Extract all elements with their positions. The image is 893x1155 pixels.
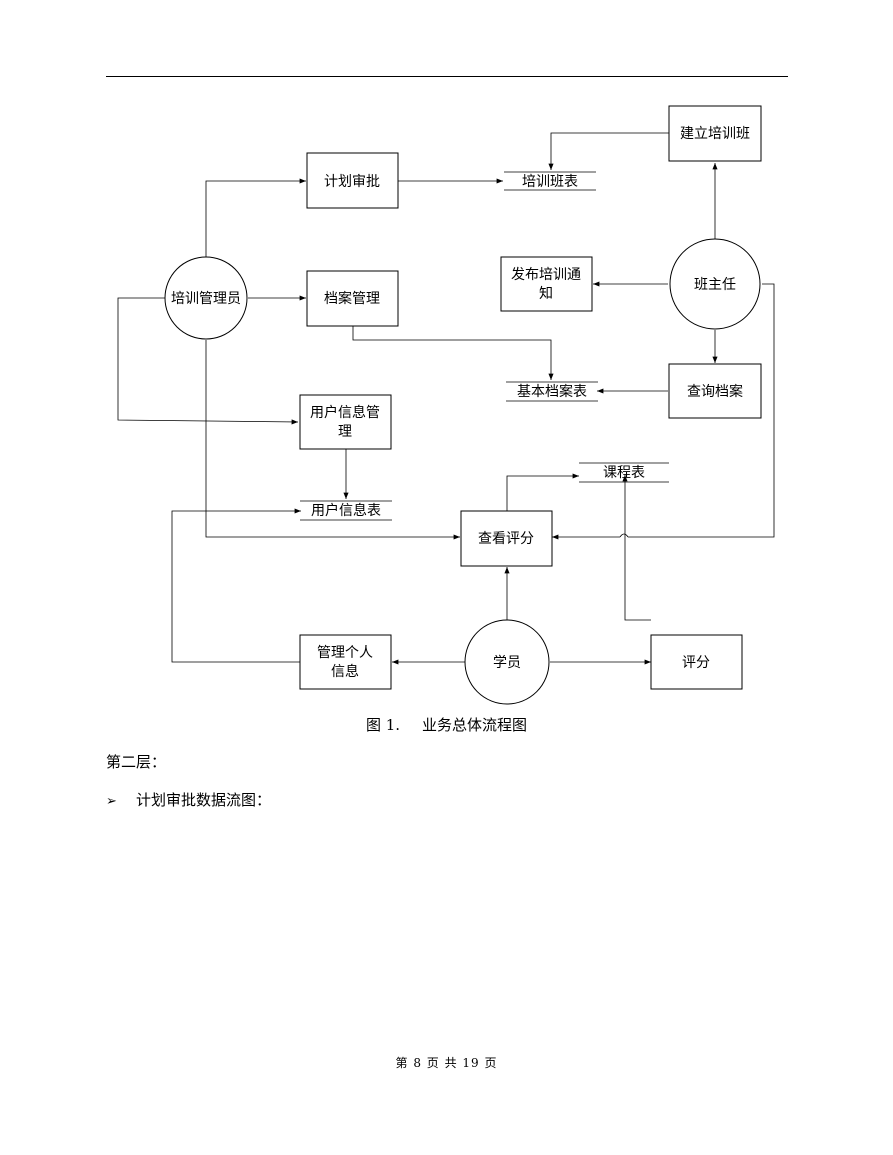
process-query-archive: 查询档案	[668, 363, 762, 419]
bullet-item: ➢ 计划审批数据流图：	[106, 789, 271, 810]
svg-text:发布培训通: 发布培训通	[511, 267, 581, 283]
process-view-score: 查看评分	[460, 510, 553, 567]
flow-lines	[117, 132, 775, 665]
svg-text:课程表: 课程表	[603, 465, 645, 481]
page-footer: 第 8 页 共 19 页	[395, 1056, 498, 1070]
business-flow-diagram: 培训管理员 班主任 学员 计划审批 建立培训班 发布培训通 知 档案管理 查询档…	[117, 105, 775, 705]
svg-text:计划审批: 计划审批	[324, 174, 380, 190]
header-rule	[106, 76, 788, 77]
svg-text:查询档案: 查询档案	[687, 383, 743, 400]
svg-text:班主任: 班主任	[694, 277, 736, 293]
store-class-table: 培训班表	[504, 171, 596, 191]
svg-text:基本档案表: 基本档案表	[517, 383, 587, 400]
section-heading: 第二层：	[106, 753, 167, 771]
svg-text:管理个人: 管理个人	[317, 645, 373, 661]
store-archive-table: 基本档案表	[506, 381, 598, 402]
process-archive-management: 档案管理	[306, 270, 399, 327]
entity-training-admin: 培训管理员	[164, 256, 248, 340]
bullet-arrow-icon: ➢	[106, 794, 117, 809]
figure-label: 图 1.	[365, 716, 401, 734]
svg-text:查看评分: 查看评分	[478, 531, 534, 547]
entity-head-teacher: 班主任	[669, 238, 761, 330]
figure-caption: 图 1. 业务总体流程图	[0, 714, 893, 735]
svg-text:知: 知	[539, 285, 553, 302]
process-user-info-management: 用户信息管 理	[299, 394, 392, 450]
svg-text:理: 理	[338, 424, 352, 440]
svg-text:用户信息管: 用户信息管	[310, 404, 380, 421]
entity-student: 学员	[464, 619, 550, 705]
svg-text:培训班表: 培训班表	[522, 174, 578, 190]
svg-text:信息: 信息	[331, 663, 359, 680]
store-course-table: 课程表	[579, 462, 669, 483]
figure-title: 业务总体流程图	[422, 716, 528, 734]
process-score: 评分	[650, 634, 743, 690]
process-create-class: 建立培训班	[668, 105, 762, 162]
bullet-text: 计划审批数据流图：	[136, 791, 272, 809]
process-publish-notice: 发布培训通 知	[500, 256, 593, 312]
svg-text:档案管理: 档案管理	[324, 290, 380, 307]
svg-text:用户信息表: 用户信息表	[311, 502, 381, 519]
svg-text:学员: 学员	[493, 655, 521, 671]
process-plan-approval: 计划审批	[306, 152, 399, 209]
process-personal-info: 管理个人 信息	[299, 634, 392, 690]
svg-text:培训管理员: 培训管理员	[171, 291, 241, 307]
svg-text:建立培训班: 建立培训班	[680, 126, 750, 142]
svg-text:评分: 评分	[682, 655, 710, 671]
store-user-table: 用户信息表	[300, 500, 392, 521]
